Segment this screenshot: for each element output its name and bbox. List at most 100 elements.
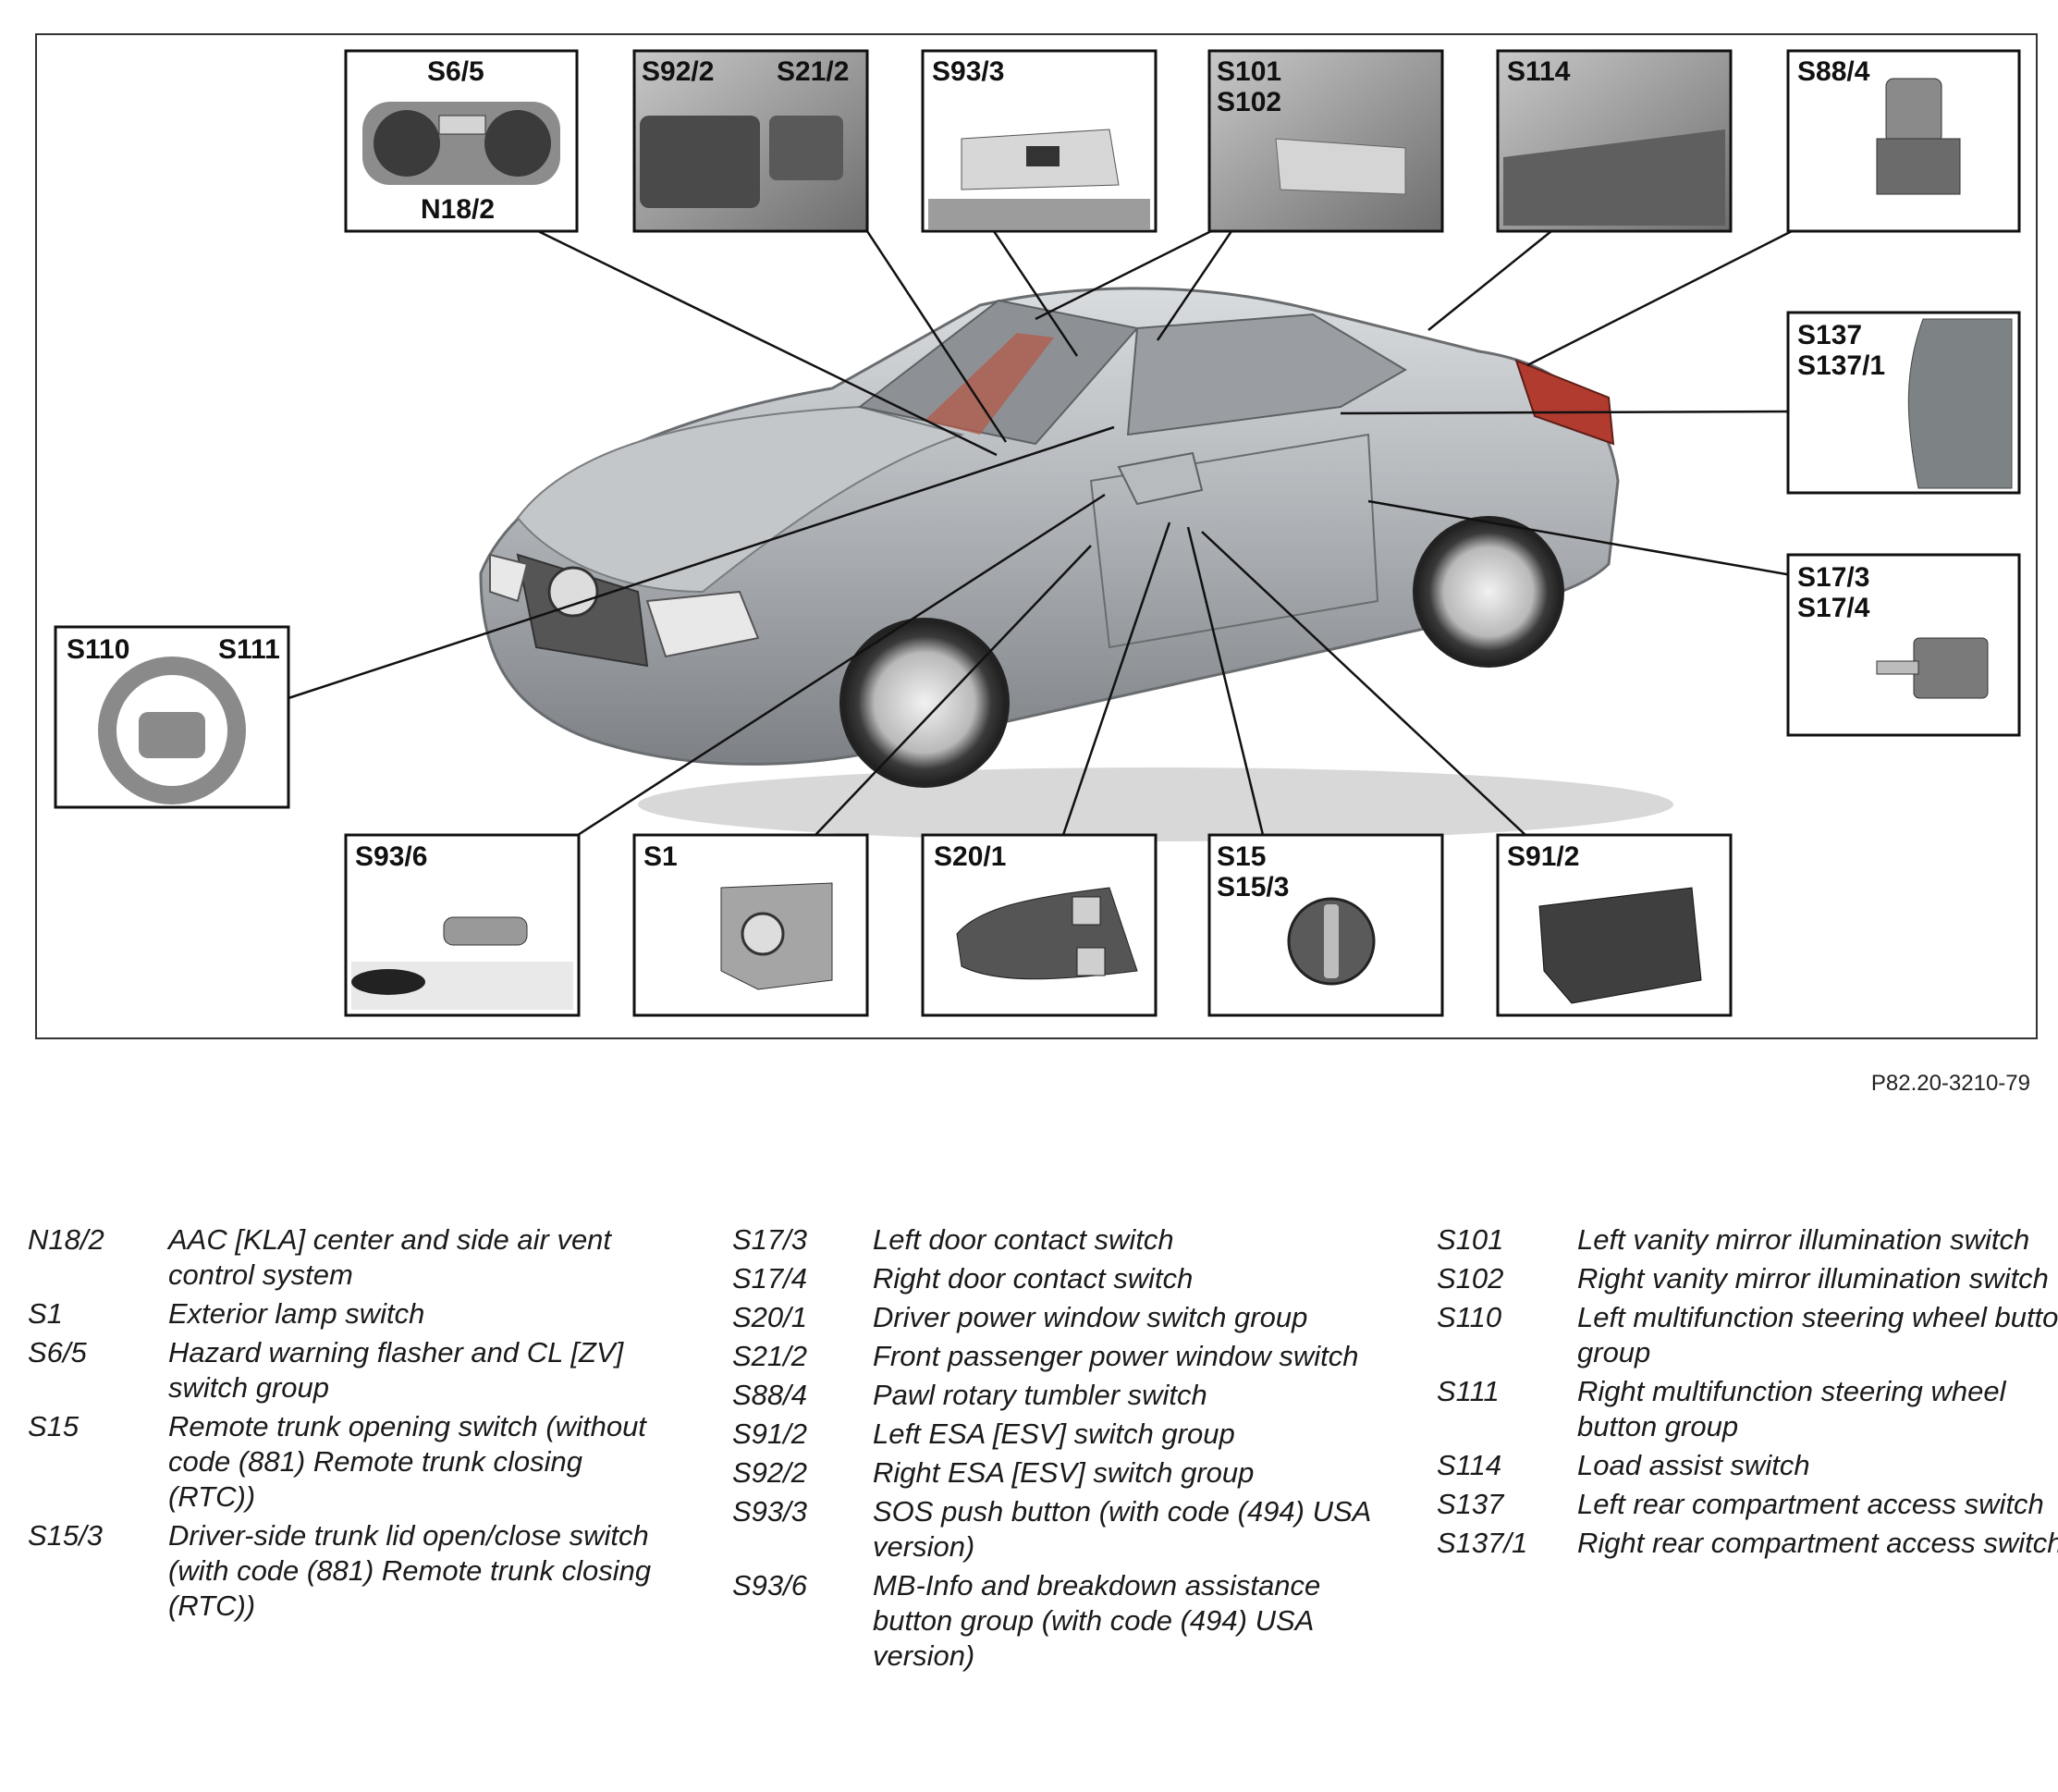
legend-code: S20/1 [732,1301,808,1333]
legend-description: Exterior lamp switch [168,1297,425,1330]
detail-box-s20-1: S20/1 [921,833,1158,1017]
callout-s93-6: S93/6 [355,841,427,872]
legend-row: S91/2 Left ESA [ESV] switch group [732,1417,1379,1452]
legend-description: Front passenger power window switch [873,1340,1359,1372]
detail-box-s6-5-n18-2: S6/5 N18/2 [344,49,579,233]
legend-row: S17/3 Left door contact switch [732,1222,1379,1258]
legend-row: S93/3 SOS push button (with code (494) US… [732,1494,1379,1565]
legend-row: S6/5 Hazard warning flasher and CL [ZV] s… [28,1335,675,1405]
legend-code: S1 [28,1297,63,1330]
legend-description: Left rear compartment access switch [1577,1488,2044,1520]
callout-s114: S114 [1507,56,1571,87]
callout-s91-2: S91/2 [1507,841,1579,872]
legend-description: Right multifunction steering wheel butto… [1577,1375,2006,1442]
legend-description: Driver power window switch group [873,1301,1308,1333]
legend-code: S92/2 [732,1456,808,1489]
legend-row: S93/6 MB-Info and breakdown assistance bu… [732,1568,1379,1674]
legend-row: S110 Left multifunction steering wheel bu… [1437,1300,2058,1370]
legend-code: S17/3 [732,1223,808,1256]
callout-s1: S1 [643,841,678,872]
legend-row: S21/2 Front passenger power window switch [732,1339,1379,1374]
legend-code: S21/2 [732,1340,808,1372]
callout-s15: S15 [1217,841,1266,872]
detail-box-s114: S114 [1496,49,1733,233]
legend-code: S15/3 [28,1519,104,1552]
detail-box-s137: S137 S137/1 [1786,311,2021,495]
legend-code: S93/3 [732,1495,808,1528]
detail-box-s101-s102: S101 S102 [1207,49,1444,233]
callout-s137: S137 [1797,320,1862,350]
callout-s111: S111 [218,634,280,665]
legend-code: S101 [1437,1223,1504,1256]
detail-box-s110-s111: S110 S111 [54,625,290,809]
legend-description: Left vanity mirror illumination switch [1577,1223,2030,1256]
callout-s92-2: S92/2 [642,56,714,87]
callout-s21-2: S21/2 [777,56,849,87]
callout-s15-3: S15/3 [1217,872,1289,902]
legend-row: N18/2 AAC [KLA] center and side air vent … [28,1222,675,1293]
legend-row: S15 Remote trunk opening switch (without … [28,1409,675,1515]
callout-s110: S110 [67,634,129,665]
legend-description: Right vanity mirror illumination switch [1577,1262,2049,1295]
legend-column-3: S101 Left vanity mirror illumination swit… [1437,1222,2058,1565]
legend-description: Driver-side trunk lid open/close switch … [168,1519,652,1622]
legend-code: S17/4 [732,1262,808,1295]
legend-row: S20/1 Driver power window switch group [732,1300,1379,1335]
callout-s6-5: S6/5 [427,56,484,87]
legend-description: Left ESA [ESV] switch group [873,1418,1235,1450]
legend-row: S88/4 Pawl rotary tumbler switch [732,1378,1379,1413]
legend-row: S111 Right multifunction steering wheel b… [1437,1374,2058,1444]
legend-row: S137 Left rear compartment access switch [1437,1487,2058,1522]
leader-lines [288,229,1793,837]
legend-description: Load assist switch [1577,1449,1810,1481]
legend-code: S111 [1437,1375,1500,1407]
detail-box-s93-3: S93/3 [921,49,1158,233]
legend-description: Pawl rotary tumbler switch [873,1379,1207,1411]
legend-row: S114 Load assist switch [1437,1448,2058,1483]
legend-description: Hazard warning flasher and CL [ZV] switc… [168,1336,624,1404]
detail-box-s1: S1 [632,833,869,1017]
legend-description: Right door contact switch [873,1262,1194,1295]
callout-s101: S101 [1217,56,1281,87]
legend-row: S1 Exterior lamp switch [28,1296,675,1332]
legend-description: SOS push button (with code (494) USA ver… [873,1495,1371,1563]
callout-s88-4: S88/4 [1797,56,1870,87]
legend-description: MB-Info and breakdown assistance button … [873,1569,1321,1672]
legend-description: AAC [KLA] center and side air vent contr… [168,1223,612,1291]
car-illustration [479,287,1673,841]
legend-column-1: N18/2 AAC [KLA] center and side air vent … [28,1222,675,1627]
callout-s102: S102 [1217,87,1281,117]
legend-code: S88/4 [732,1379,808,1411]
legend-code: S15 [28,1410,80,1442]
legend-code: N18/2 [28,1223,104,1256]
legend-code: S6/5 [28,1336,87,1369]
callout-s137-1: S137/1 [1797,350,1885,381]
legend-row: S102 Right vanity mirror illumination swi… [1437,1261,2058,1296]
legend-code: S93/6 [732,1569,808,1602]
legend-description: Left door contact switch [873,1223,1174,1256]
legend-code: S110 [1437,1301,1502,1333]
legend-code: S91/2 [732,1418,808,1450]
detail-box-s91-2: S91/2 [1496,833,1733,1017]
callout-s20-1: S20/1 [934,841,1006,872]
legend-row: S15/3 Driver-side trunk lid open/close sw… [28,1518,675,1624]
callout-s17-3: S17/3 [1797,562,1869,593]
legend-description: Right ESA [ESV] switch group [873,1456,1255,1489]
callout-n18-2: N18/2 [421,194,495,225]
detail-box-s17-3-s17-4: S17/3 S17/4 [1786,553,2021,737]
legend-row: S17/4 Right door contact switch [732,1261,1379,1296]
legend-description: Left multifunction steering wheel button… [1577,1301,2058,1369]
legend-description: Remote trunk opening switch (without cod… [168,1410,646,1513]
legend-code: S102 [1437,1262,1504,1295]
legend-code: S137 [1437,1488,1504,1520]
legend-code: S137/1 [1437,1527,1528,1559]
detail-box-s92-2-s21-2: S92/2 S21/2 [632,49,869,233]
detail-box-s93-6: S93/6 [344,833,581,1017]
legend-row: S101 Left vanity mirror illumination swit… [1437,1222,2058,1258]
legend-row: S92/2 Right ESA [ESV] switch group [732,1455,1379,1491]
figure-id: P82.20-3210-79 [1870,1071,2030,1096]
legend-code: S114 [1437,1449,1502,1481]
detail-box-s15-s15-3: S15 S15/3 [1207,833,1444,1017]
